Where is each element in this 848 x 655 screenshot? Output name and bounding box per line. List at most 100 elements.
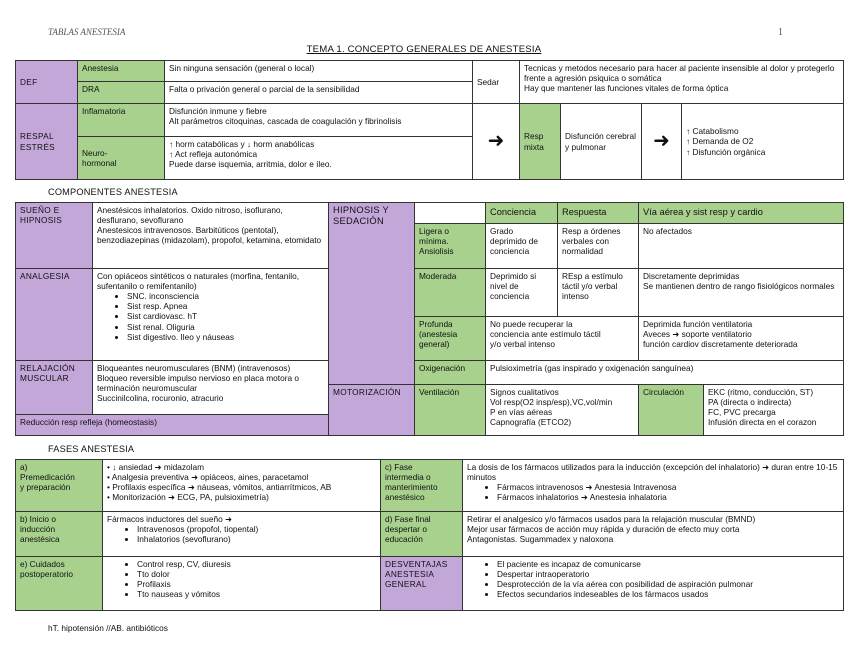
circulacion-text: EKC (ritmo, conducción, ST) PA (directa … bbox=[702, 384, 845, 436]
desventajas-label: DESVENTAJAS ANESTESIA GENERAL bbox=[380, 556, 463, 611]
list-item-text: Monitorización ➜ ECG, PA, pulsioximetría… bbox=[112, 492, 269, 503]
sedar-text: Tecnicas y metodos necesario para hacer … bbox=[518, 60, 845, 104]
list-item: Tto dolor bbox=[137, 569, 376, 579]
ventilacion-text: Signos cualitativos Vol resp(O2 insp/esp… bbox=[485, 384, 639, 436]
list-item: • Monitorización ➜ ECG, PA, pulsioximetr… bbox=[107, 492, 269, 503]
arrow-right-icon: ➜ bbox=[472, 103, 520, 180]
neurohormonal-text: ↑ horm catabólicas y ↓ horm anabólicas ↑… bbox=[164, 136, 473, 180]
list-item: • ↓ ansiedad ➜ midazolam bbox=[107, 462, 205, 472]
list-item-text: ↓ ansiedad ➜ midazolam bbox=[112, 462, 205, 472]
sueno-hipnosis-label: SUEÑO E HIPNOSIS bbox=[15, 202, 93, 269]
catabolismo-text: ↑ Catabolismo ↑ Demanda de O2 ↑ Disfunci… bbox=[680, 103, 845, 180]
analgesia-cell: Con opiáceos sintéticos o naturales (mor… bbox=[92, 268, 329, 361]
col-respuesta: Respuesta bbox=[557, 202, 639, 224]
componentes-caption: COMPONENTES ANESTESIA bbox=[48, 187, 178, 197]
componentes-table: SUEÑO E HIPNOSIS Anestésicos inhalatorio… bbox=[15, 202, 845, 436]
fase-b-list: Intravenosos (propofol, tiopental) Inhal… bbox=[107, 524, 376, 544]
page-title: TEMA 1. CONCEPTO GENERALES DE ANESTESIA bbox=[306, 44, 542, 55]
anestesia-label: Anestesia bbox=[77, 60, 165, 82]
list-item: Fármacos intravenosos ➜ Anestesia Intrav… bbox=[497, 482, 839, 492]
list-item: Profilaxis bbox=[137, 579, 376, 589]
moderada-via-aerea: Discretamente deprimidas Se mantienen de… bbox=[637, 268, 845, 317]
list-item: Desprotección de la vía aérea con posibi… bbox=[497, 579, 839, 589]
fase-b-text: Fármacos inductores del sueño ➜ bbox=[107, 514, 233, 524]
oxigenacion-label: Oxigenación bbox=[414, 360, 486, 385]
fase-b-label: b) Inicio o inducción anestésica bbox=[15, 511, 103, 557]
fase-e-cell: Control resp, CV, diuresis Tto dolor Pro… bbox=[102, 556, 381, 611]
sedar-label: Sedar bbox=[472, 60, 520, 104]
ventilacion-label: Ventilación bbox=[414, 384, 486, 436]
desventajas-cell: El paciente es incapaz de comunicarse De… bbox=[462, 556, 844, 611]
list-item: Inhalatorios (sevoflurano) bbox=[137, 534, 376, 544]
fase-c-label: c) Fase intermedia o manterimiento anest… bbox=[380, 459, 463, 512]
definitions-table: DEF Anestesia Sin ninguna sensación (gen… bbox=[15, 60, 845, 180]
list-item: El paciente es incapaz de comunicarse bbox=[497, 559, 839, 569]
list-item: Sist digestivo. Ileo y náuseas bbox=[127, 332, 324, 342]
resp-mixta-label: Resp mixta bbox=[519, 103, 561, 180]
list-item: Tto nauseas y vómitos bbox=[137, 589, 376, 599]
profunda-text: No puede recuperar la conciencia ante es… bbox=[485, 316, 639, 361]
list-item: Intravenosos (propofol, tiopental) bbox=[137, 524, 376, 534]
ligera-label: Ligera o mínima. Ansiolisis bbox=[414, 223, 486, 269]
ligera-conciencia: Grado deprimido de conciencia bbox=[485, 223, 558, 269]
moderada-label: Moderada bbox=[414, 268, 486, 317]
hipnosis-sedacion-label: HIPNOSIS Y SEDACIÓN bbox=[328, 202, 415, 385]
list-item: Sist renal. Oliguria bbox=[127, 322, 324, 332]
profunda-label: Profunda (anestesia general) bbox=[414, 316, 486, 361]
col-conciencia: Conciencia bbox=[485, 202, 558, 224]
fase-c-cell: La dosis de los fármacos utilizados para… bbox=[462, 459, 844, 512]
inflamatoria-text: Disfunción inmune y fiebre Alt parámetro… bbox=[164, 103, 473, 137]
list-item: • Profilaxis específica ➜ náuseas, vómit… bbox=[107, 482, 332, 493]
list-item: Control resp, CV, diuresis bbox=[137, 559, 376, 569]
list-item: • Analgesia preventiva ➜ opiáceos, aines… bbox=[107, 472, 309, 483]
list-item: Efectos secundarios indeseables de los f… bbox=[497, 589, 839, 599]
list-item: Sist cardiovasc. hT bbox=[127, 311, 324, 321]
empty-header-cell bbox=[414, 202, 486, 224]
def-label: DEF bbox=[15, 60, 78, 104]
fase-e-list: Control resp, CV, diuresis Tto dolor Pro… bbox=[107, 559, 376, 599]
fases-table: a) Premedicación y preparación • ↓ ansie… bbox=[15, 459, 844, 611]
respal-estres-label: RESPAL ESTRÉS bbox=[15, 103, 78, 180]
dra-label: DRA bbox=[77, 81, 165, 104]
fase-e-label: e) Cuidados postoperatorio bbox=[15, 556, 103, 611]
list-item-text: Profilaxis específica ➜ náuseas, vómitos… bbox=[112, 482, 332, 493]
sueno-hipnosis-text: Anestésicos inhalatorios. Oxido nitroso,… bbox=[92, 202, 329, 269]
fase-c-text: La dosis de los fármacos utilizados para… bbox=[467, 462, 838, 483]
list-item: Fármacos inhalatorios ➜ Anestesia inhala… bbox=[497, 492, 839, 502]
neurohormonal-label: Neuro- hormonal bbox=[77, 136, 165, 180]
abbreviations-footer: hT. hipotensión //AB. antibióticos bbox=[48, 623, 168, 633]
analgesia-label: ANALGESIA bbox=[15, 268, 93, 361]
fase-d-label: d) Fase final despertar o educación bbox=[380, 511, 463, 557]
circulacion-label: Circulación bbox=[638, 384, 704, 436]
relajacion-text: Bloqueantes neuromusculares (BNM) (intra… bbox=[92, 360, 329, 415]
moderada-conciencia: Deprimido si nivel de conciencia bbox=[485, 268, 558, 317]
fase-b-cell: Fármacos inductores del sueño ➜ Intraven… bbox=[102, 511, 381, 557]
document-header: TABLAS ANESTESIA bbox=[48, 27, 126, 37]
list-item: SNC. inconsciencia bbox=[127, 291, 324, 301]
monitorizacion-label: MOTORIZACIÓN bbox=[328, 384, 415, 436]
page-number: 1 bbox=[778, 27, 783, 38]
ligera-via-aerea: No afectados bbox=[637, 223, 845, 269]
analgesia-list: SNC. inconsciencia Sist resp. Apnea Sist… bbox=[97, 291, 324, 342]
list-item: Despertar intraoperatorio bbox=[497, 569, 839, 579]
inflamatoria-label: Inflamatoria bbox=[77, 103, 165, 137]
list-item: Sist resp. Apnea bbox=[127, 301, 324, 311]
fase-a-label: a) Premedicación y preparación bbox=[15, 459, 103, 512]
fase-c-list: Fármacos intravenosos ➜ Anestesia Intrav… bbox=[467, 482, 839, 502]
col-via-aerea: Vía aérea y sist resp y cardio bbox=[637, 202, 845, 224]
list-item-text: Analgesia preventiva ➜ opiáceos, aines, … bbox=[111, 472, 309, 483]
disfuncion-text: Disfunción cerebral y pulmonar bbox=[560, 103, 642, 180]
reduccion-resp-refleja: Reducción resp refleja (homeostasis) bbox=[15, 414, 329, 436]
desventajas-list: El paciente es incapaz de comunicarse De… bbox=[467, 559, 839, 599]
anestesia-text: Sin ninguna sensación (general o local) bbox=[164, 60, 473, 82]
dra-text: Falta o privación general o parcial de l… bbox=[164, 81, 473, 104]
analgesia-text: Con opiáceos sintéticos o naturales (mor… bbox=[97, 271, 300, 292]
moderada-respuesta: REsp a estímulo táctil y/o verbal intens… bbox=[557, 268, 639, 317]
profunda-via-aerea: Deprimida función ventilatoria Aveces ➜ … bbox=[637, 316, 845, 361]
arrow-right-icon: ➜ bbox=[641, 103, 682, 180]
ligera-respuesta: Resp a órdenes verbales con normalidad bbox=[557, 223, 639, 269]
fase-d-text: Retirar el analgesico y/o fármacos usado… bbox=[462, 511, 844, 557]
fase-a-cell: • ↓ ansiedad ➜ midazolam • Analgesia pre… bbox=[102, 459, 381, 512]
oxigenacion-text: Pulsioximetría (gas inspirado y oxigenac… bbox=[484, 360, 845, 385]
fases-caption: FASES ANESTESIA bbox=[48, 444, 135, 454]
